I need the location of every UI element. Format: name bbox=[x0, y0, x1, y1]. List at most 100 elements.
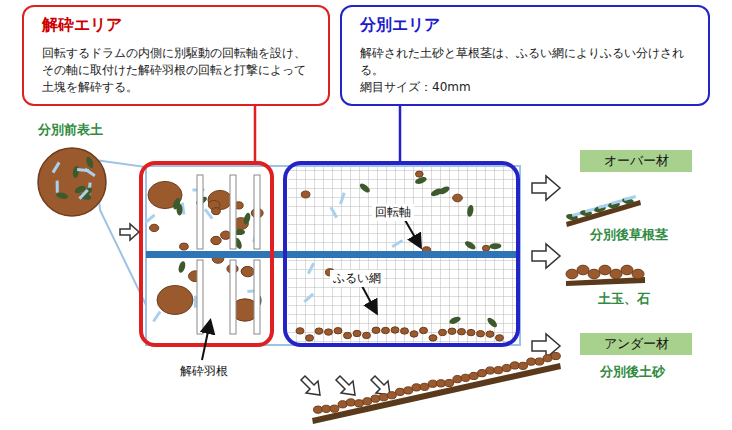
part-label: 解砕羽根 bbox=[180, 363, 228, 380]
soil-clod bbox=[429, 335, 437, 341]
soil-clod bbox=[420, 383, 429, 390]
output-pile bbox=[566, 277, 645, 286]
soil-clod bbox=[208, 190, 232, 209]
soil-clod bbox=[477, 331, 485, 337]
soil-clod bbox=[241, 266, 254, 276]
soil-clod bbox=[401, 328, 409, 334]
soil-clod bbox=[543, 355, 552, 362]
leader-arrow bbox=[202, 220, 420, 360]
root-stem bbox=[204, 208, 214, 219]
soil-clod bbox=[494, 367, 503, 374]
crusher-blade bbox=[197, 260, 203, 334]
soil-clod bbox=[150, 224, 159, 231]
soil-clod bbox=[527, 358, 536, 365]
root-stem bbox=[77, 168, 89, 172]
soil-clod bbox=[404, 387, 413, 394]
soil-clod bbox=[621, 265, 633, 275]
soil-clod bbox=[415, 171, 423, 177]
drum bbox=[146, 166, 520, 345]
soil-clod bbox=[325, 329, 333, 335]
soil-clod bbox=[306, 335, 314, 341]
root-stem bbox=[303, 293, 314, 303]
rotating-shaft bbox=[146, 251, 520, 258]
leader-arrow bbox=[362, 286, 376, 312]
grass-leaf bbox=[486, 316, 499, 329]
hollow-arrow bbox=[120, 224, 139, 240]
root-stem bbox=[52, 162, 61, 174]
drum bbox=[146, 166, 520, 345]
soil-clod bbox=[353, 330, 361, 336]
soil-clod bbox=[363, 332, 371, 338]
leader-arrow bbox=[405, 220, 420, 246]
soil-clod bbox=[439, 329, 447, 335]
soil-clod bbox=[334, 328, 342, 334]
root-stem bbox=[307, 262, 315, 274]
root-stem bbox=[624, 195, 636, 201]
callout-box: 分別エリア解砕された土砂と草根茎は、ふるい網によりふるい分けされる。網目サイズ：… bbox=[340, 5, 710, 106]
soil-clod bbox=[346, 399, 355, 406]
soil-clod bbox=[396, 388, 405, 395]
root-stem bbox=[78, 189, 88, 200]
soil-clod bbox=[344, 332, 352, 338]
soil-clod bbox=[382, 327, 390, 333]
soil-clod bbox=[486, 367, 495, 374]
body-text: 網目サイズ：40mm bbox=[360, 79, 694, 96]
soil-clod bbox=[535, 358, 544, 365]
root-stem bbox=[611, 199, 623, 205]
soil-clod bbox=[412, 384, 421, 391]
heading: 分別エリア bbox=[360, 15, 694, 35]
grass-leaf bbox=[56, 191, 69, 199]
soil-clod bbox=[296, 328, 304, 334]
grass-leaf bbox=[430, 187, 443, 198]
soil-clod bbox=[496, 335, 504, 341]
soil-clod bbox=[458, 329, 466, 335]
soil-clod bbox=[467, 329, 475, 335]
grass-leaf bbox=[464, 239, 477, 251]
soil-clod bbox=[180, 243, 189, 250]
callout-box: 解砕エリア回転するドラムの内側に別駆動の回転軸を設け、その軸に取付けた解砕羽根の… bbox=[22, 5, 330, 106]
area-outline bbox=[285, 163, 518, 345]
crusher-blade bbox=[230, 175, 236, 249]
grass-leaf bbox=[448, 315, 461, 325]
soil-clod bbox=[486, 331, 494, 337]
soil-clod bbox=[469, 372, 478, 379]
soil-clod bbox=[566, 269, 578, 279]
soil-clod bbox=[301, 191, 310, 198]
grass-leaf bbox=[177, 260, 186, 273]
hollow-arrow bbox=[120, 176, 560, 395]
body-text: 解砕された土砂と草根茎は、ふるい網によりふるい分けされる。 bbox=[360, 45, 694, 79]
soil-clod bbox=[387, 392, 396, 399]
heading: 解砕エリア bbox=[42, 15, 314, 35]
soil-clod bbox=[478, 370, 487, 377]
crusher-blade bbox=[197, 175, 260, 334]
grass-leaf bbox=[176, 203, 182, 215]
hollow-arrow bbox=[532, 176, 560, 200]
soil-clod bbox=[363, 398, 372, 405]
soil-clod bbox=[632, 269, 644, 279]
material-band: アンダー材 bbox=[580, 333, 692, 355]
soil-clod bbox=[588, 269, 600, 279]
heading: オーバー材 bbox=[604, 153, 669, 168]
area-outline bbox=[141, 163, 518, 345]
soil-clod bbox=[212, 208, 221, 215]
output-label: 分別後草根茎 bbox=[590, 226, 668, 244]
soil-clod bbox=[610, 269, 622, 279]
leader-arrow bbox=[202, 322, 210, 360]
soil-clod bbox=[445, 379, 454, 386]
soil-clod bbox=[338, 401, 347, 408]
crusher-blade bbox=[254, 260, 260, 334]
soil-clod bbox=[322, 405, 331, 412]
part-label: 回転軸 bbox=[372, 204, 414, 221]
grass-leaf bbox=[489, 243, 501, 250]
rotating-shaft bbox=[146, 251, 520, 258]
debris bbox=[52, 156, 504, 341]
grass-leaf bbox=[466, 204, 474, 217]
hollow-arrow bbox=[371, 376, 390, 395]
soil-clod bbox=[599, 265, 611, 275]
crusher-blade bbox=[197, 175, 203, 249]
soil-clod bbox=[577, 265, 589, 275]
output-pile bbox=[312, 363, 561, 424]
soil-clod bbox=[371, 395, 380, 402]
area-outline bbox=[141, 163, 272, 345]
soil-clod bbox=[510, 362, 519, 369]
